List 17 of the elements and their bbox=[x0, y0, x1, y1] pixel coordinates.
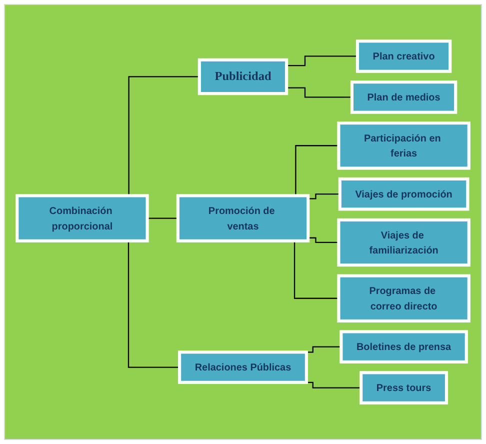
connector bbox=[286, 56, 358, 66]
node-box: Publicidad bbox=[198, 58, 288, 96]
node-box: Press tours bbox=[360, 371, 448, 404]
node-box: Participación en ferias bbox=[337, 122, 470, 170]
node-box: Boletines de prensa bbox=[340, 330, 468, 364]
node-box: Promoción de ventas bbox=[176, 194, 310, 242]
node-box: Plan de medios bbox=[350, 80, 458, 114]
node-box: Combinación proporcional bbox=[16, 194, 149, 242]
connector bbox=[147, 218, 178, 219]
node-box: Viajes de familiarización bbox=[337, 218, 470, 267]
connector bbox=[286, 87, 352, 98]
node-box: Programas de correo directo bbox=[337, 274, 470, 322]
connector bbox=[308, 237, 339, 244]
node-box: Viajes de promoción bbox=[338, 177, 470, 211]
connector bbox=[308, 193, 340, 200]
node-box: Plan creativo bbox=[356, 40, 452, 73]
node-box: Relaciones Públicas bbox=[178, 350, 308, 384]
